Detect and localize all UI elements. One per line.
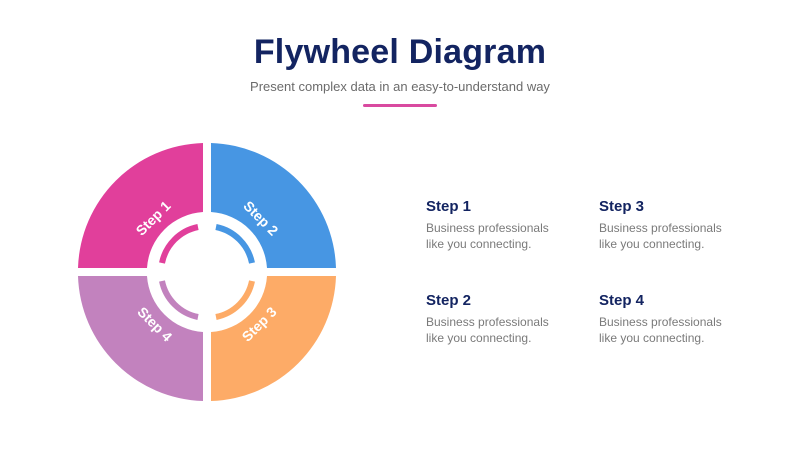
step-1-description: Step 1 Business professionals like you c… [426,198,596,252]
inner-arc-step-3 [215,280,255,320]
segment-step-4 [78,276,203,401]
segment-step-1 [78,143,203,268]
segment-step-2 [211,143,336,268]
page-title: Flywheel Diagram [253,33,547,71]
title-divider [363,104,437,107]
step-desc-line-2: like you connecting. [599,331,705,345]
step-title: Step 3 [599,198,645,215]
step-desc-line-2: like you connecting. [426,237,532,251]
step-title: Step 1 [426,198,472,215]
step-desc-line-1: Business professionals [426,221,549,235]
flywheel-diagram: Step 1 Step 2 Step 3 Step 4 [70,135,344,409]
step-desc-line-2: like you connecting. [426,331,532,345]
step-desc-line-1: Business professionals [426,315,549,329]
inner-arc-step-4 [159,280,199,320]
segment-step-3 [211,276,336,401]
step-3-description: Step 3 Business professionals like you c… [599,198,769,252]
step-4-description: Step 4 Business professionals like you c… [599,292,769,346]
inner-arc-step-1 [159,224,199,264]
step-desc-line-1: Business professionals [599,221,722,235]
page-subtitle: Present complex data in an easy-to-under… [250,79,550,94]
inner-arc-step-2 [215,224,255,264]
step-2-description: Step 2 Business professionals like you c… [426,292,596,346]
step-title: Step 2 [426,292,472,309]
step-desc-line-1: Business professionals [599,315,722,329]
step-desc-line-2: like you connecting. [599,237,705,251]
step-title: Step 4 [599,292,645,309]
